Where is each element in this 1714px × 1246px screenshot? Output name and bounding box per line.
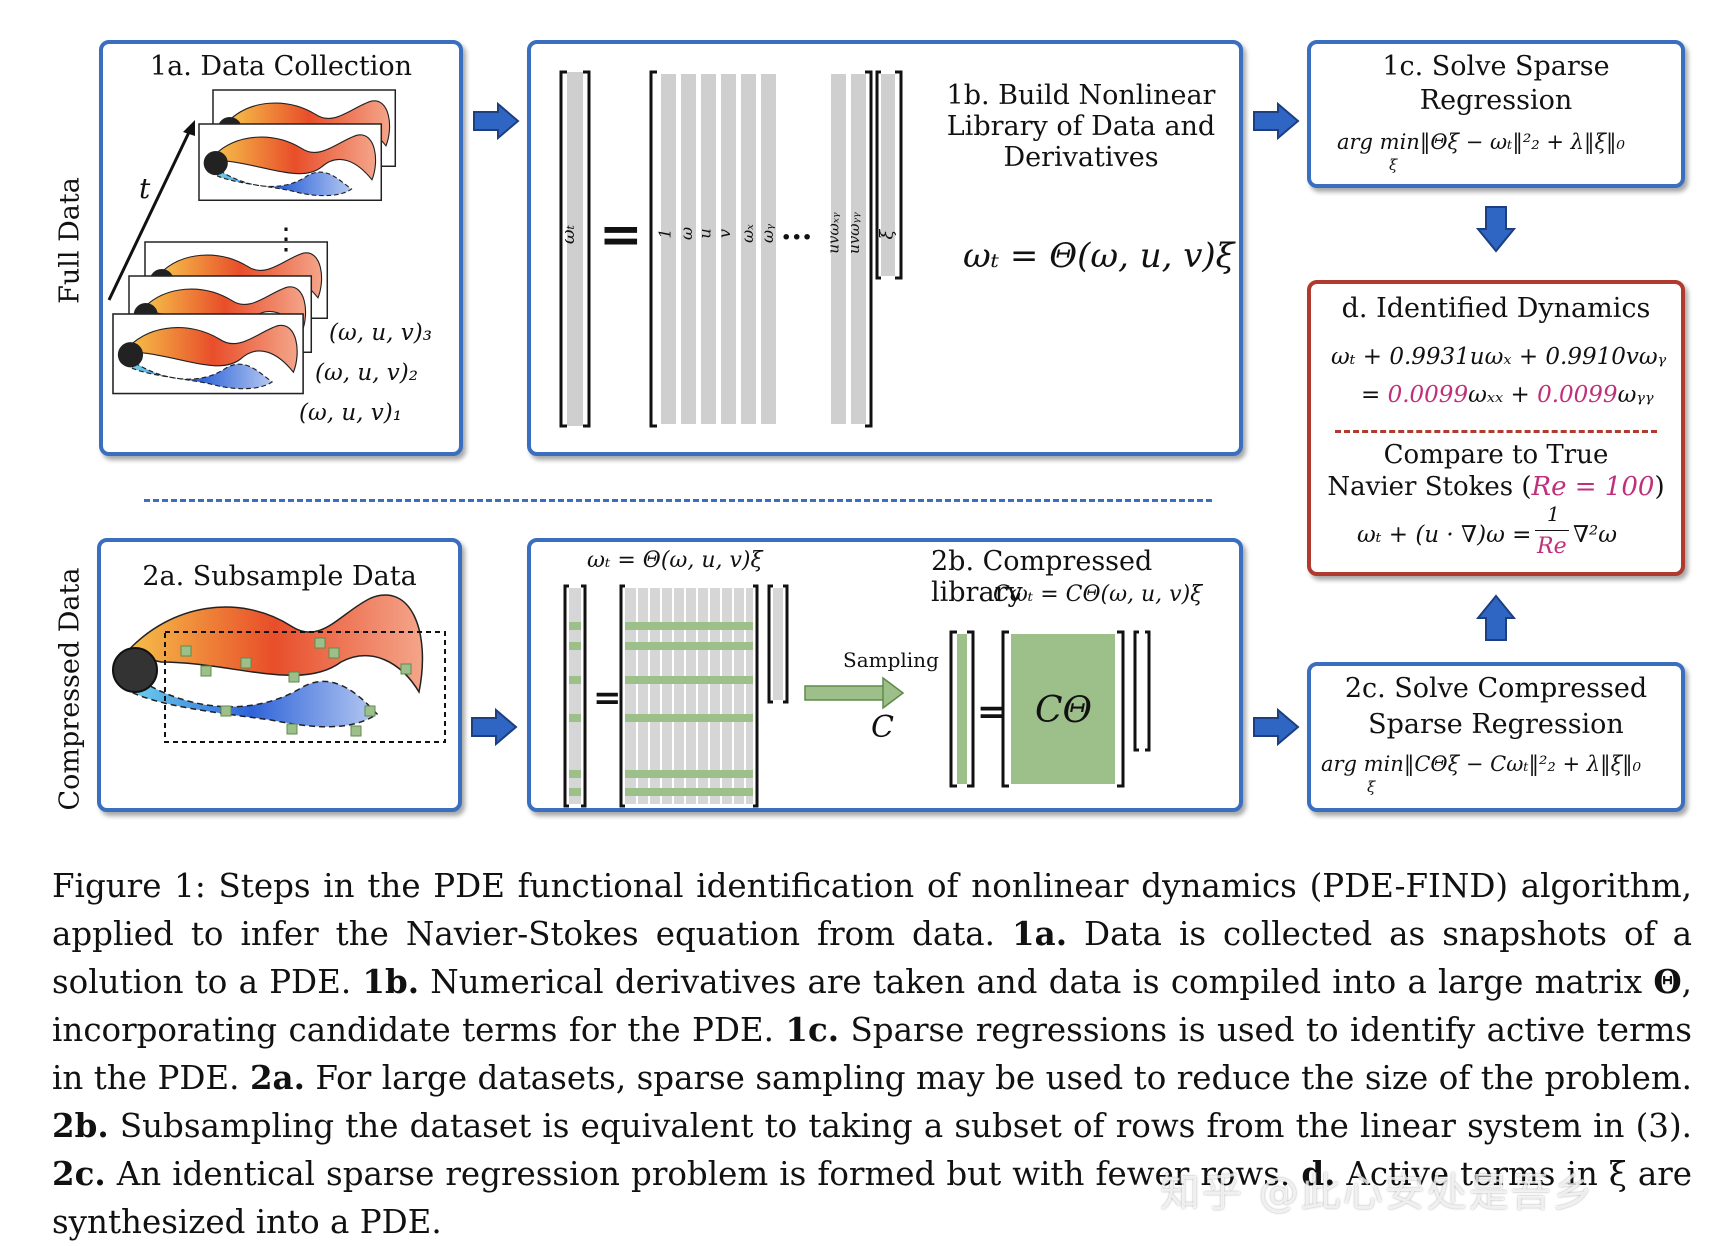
caption-1a-label: 1a. — [1012, 914, 1068, 953]
caption-1b-end: , incorporating candidate terms for the … — [52, 963, 1692, 1049]
panel-d-identified-dynamics: d. Identified Dynamics ωₜ + 0.9931uωₓ + … — [1307, 280, 1685, 576]
caption-2c-text: An identical sparse regression problem i… — [105, 1155, 1291, 1193]
coef-omega-xx: 0.0099 — [1387, 382, 1469, 408]
library-col-omega-x: ωₓ — [737, 224, 757, 243]
compressed-data-label: Compressed Data — [54, 567, 86, 811]
compare-line2: Navier Stokes (Re = 100) — [1311, 470, 1681, 504]
compressed-equals-right: = — [977, 692, 1006, 732]
identified-eq-line2: = 0.0099ωₓₓ + 0.0099ωᵧᵧ — [1361, 382, 1654, 408]
caption-1c-text: Sparse regressions is used to identify a… — [52, 1011, 1692, 1097]
navier-stokes-lhs: ωₜ + (u · ∇)ω = — [1357, 522, 1532, 548]
caption-1a-text: Data is collected as snapshots of a solu… — [52, 915, 1692, 1001]
panel-1c-title-line1: 1c. Solve Sparse — [1382, 51, 1610, 82]
library-col-omega: ω — [677, 226, 697, 241]
panel-2b-top-equation: ωₜ = Θ(ω, u, v)ξ — [587, 548, 763, 573]
navier-stokes-frac-bar — [1535, 530, 1569, 531]
snapshot-stack-image — [107, 89, 397, 395]
omega-t-column-label: ωₜ — [558, 224, 580, 245]
arrow-2a-to-2b — [471, 708, 518, 746]
panel-1b-title-line2: Library of Data and — [946, 111, 1216, 142]
panel-1a-title: 1a. Data Collection — [149, 51, 413, 82]
panel-1c-formula: arg min‖Θξ − ωₜ‖²₂ + λ‖ξ‖₀ — [1337, 130, 1625, 154]
arrow-1b-to-1c — [1253, 102, 1300, 140]
snapshot-label-1: (ω, u, v)₁ — [299, 400, 402, 426]
caption-1c-label: 1c. — [785, 1010, 840, 1049]
identified-eq-line1: ωₜ + 0.9931uωₓ + 0.9910vωᵧ — [1331, 344, 1667, 370]
subsampled-flow-image — [112, 594, 446, 743]
compare-line2-prefix: Navier Stokes ( — [1327, 472, 1532, 502]
panel-2c-formula-subscript: ξ — [1367, 778, 1376, 796]
library-equals: = — [599, 204, 643, 265]
panel-1c-sparse-regression: 1c. Solve Sparse Regression arg min‖Θξ −… — [1307, 40, 1685, 188]
term-omega-yy: ωᵧᵧ — [1617, 382, 1654, 408]
compare-line2-suffix: ) — [1654, 472, 1665, 502]
arrow-2c-to-d — [1476, 594, 1516, 641]
snapshot-label-2: (ω, u, v)₂ — [315, 360, 418, 386]
caption-d-label: d. — [1301, 1154, 1336, 1193]
caption-2b-label: 2b. — [52, 1106, 109, 1145]
navier-stokes-frac-num: 1 — [1547, 502, 1560, 526]
reynolds-number: Re = 100 — [1531, 472, 1655, 502]
panel-2a-title: 2a. Subsample Data — [142, 561, 417, 592]
panel-2c-formula: arg min‖CΘξ − Cωₜ‖²₂ + λ‖ξ‖₀ — [1321, 752, 1642, 776]
panel-2c-title-line2: Sparse Regression — [1368, 709, 1624, 740]
caption-theta: Θ — [1653, 962, 1682, 1001]
caption-2a-label: 2a. — [249, 1058, 305, 1097]
xi-column-label: ξ — [876, 229, 898, 240]
panel-1c-title-line2: Regression — [1419, 85, 1573, 116]
coef-omega-yy: 0.0099 — [1537, 382, 1618, 408]
caption-1b-label: 1b. — [362, 962, 420, 1001]
term-omega-xx: ωₓₓ — [1468, 382, 1504, 408]
panel-1b-title: 1b. Build Nonlinear Library of Data and … — [931, 80, 1231, 173]
arrow-2b-to-2c — [1253, 708, 1300, 746]
caption-2b-text: Subsampling the dataset is equivalent to… — [108, 1107, 1692, 1145]
library-col-1: 1 — [655, 228, 675, 239]
library-col-u: u — [695, 228, 715, 239]
navier-stokes-frac-den: Re — [1537, 534, 1567, 559]
panel-2c-title-line1: 2c. Solve Compressed — [1344, 673, 1648, 704]
library-col-omega-y: ωᵧ — [758, 223, 778, 244]
caption-2a-text: For large datasets, sparse sampling may … — [304, 1059, 1692, 1097]
panel-2c-compressed-regression: 2c. Solve Compressed Sparse Regression a… — [1307, 662, 1685, 812]
full-compressed-separator — [144, 499, 1212, 502]
library-equation: ωₜ = Θ(ω, u, v)ξ — [963, 236, 1235, 276]
identified-eq-equals: = — [1361, 382, 1388, 408]
library-matrix-graphic — [559, 70, 903, 428]
panel-1b-title-line1: 1b. Build Nonlinear — [946, 80, 1216, 111]
caption-figure-text: Figure 1: Steps in the PDE functional id… — [52, 867, 1692, 953]
figure-caption: Figure 1: Steps in the PDE functional id… — [52, 862, 1692, 1246]
arrow-1a-to-1b — [473, 102, 520, 140]
library-col-uv-omega-xy: uvωₓᵧ — [824, 212, 843, 254]
panel-d-divider — [1335, 430, 1657, 433]
panel-1a-data-collection: 1a. Data Collection t ⋮ (ω, u, v)₃ (ω, u… — [99, 40, 463, 456]
library-col-uv-omega-yy: uvωᵧᵧ — [844, 212, 863, 254]
library-col-v: v — [715, 228, 735, 239]
compare-line1: Compare to True — [1383, 440, 1609, 470]
snapshot-dots: ⋮ — [271, 222, 301, 257]
compressed-matrix-graphic — [563, 584, 1151, 808]
snapshot-label-3: (ω, u, v)₃ — [329, 320, 432, 346]
panel-1b-title-line3: Derivatives — [1003, 142, 1159, 173]
panel-1c-formula-subscript: ξ — [1389, 156, 1398, 174]
watermark-text: 知乎 @此心安处是吾乡 — [1160, 1170, 1595, 1216]
panel-2a-subsample: 2a. Subsample Data — [97, 538, 462, 812]
compressed-library-block-label: CΘ — [1035, 690, 1093, 731]
arrow-1c-to-d — [1476, 206, 1516, 253]
caption-d-text: Active terms in ξ are synthesized into a… — [52, 1155, 1692, 1241]
panel-1b-library: ωₜ = 1 ω u v ωₓ ωᵧ ··· uvωₓᵧ uvωᵧᵧ ξ 1b.… — [527, 40, 1243, 456]
identified-eq-plus: + — [1503, 382, 1538, 408]
navier-stokes-rhs: ∇²ω — [1573, 522, 1618, 548]
panel-2b-sub-equation: Cωₜ = CΘ(ω, u, v)ξ — [993, 582, 1203, 607]
caption-2c-label: 2c. — [52, 1154, 106, 1193]
sampling-operator: C — [871, 710, 894, 745]
panel-2b-title: 2b. Compressed library — [931, 546, 1153, 608]
compressed-equals-left: = — [593, 678, 622, 718]
full-data-label: Full Data — [54, 177, 86, 304]
time-axis-label: t — [139, 172, 151, 205]
panel-2b-compressed-library: ωₜ = Θ(ω, u, v)ξ 2b. Compressed library … — [527, 538, 1243, 812]
sampling-label: Sampling — [843, 648, 939, 672]
panel-d-title: d. Identified Dynamics — [1341, 293, 1651, 324]
library-ellipsis: ··· — [781, 220, 813, 255]
caption-1b-text: Numerical derivatives are taken and data… — [419, 963, 1654, 1001]
